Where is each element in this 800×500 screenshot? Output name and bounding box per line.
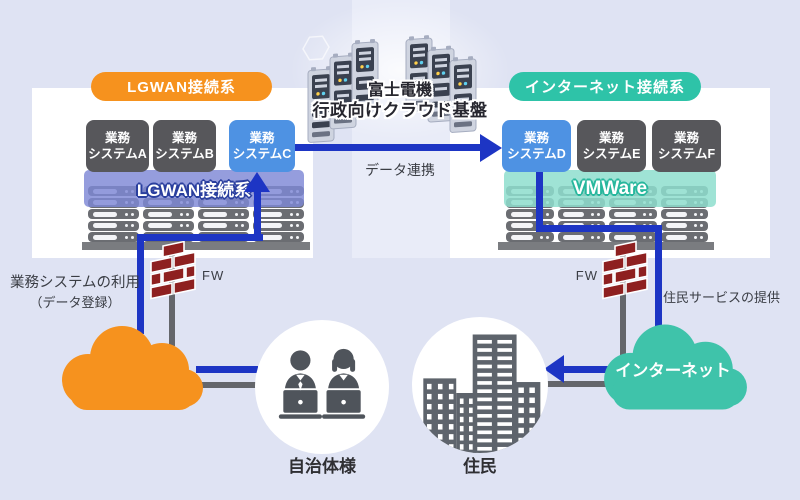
city-buildings-icon [423, 334, 541, 453]
rack-base-left [82, 242, 310, 250]
connector-rack-to-lgwan-cloud [169, 246, 175, 346]
system-box-f: 業務 システムF [652, 120, 721, 172]
internet-cloud-label: インターネット [615, 362, 731, 380]
server-unit [253, 232, 304, 242]
system-d-line2: システムD [507, 147, 566, 161]
data-link-arrowhead [480, 134, 502, 162]
server-unit [660, 220, 708, 231]
system-f-line2: システムF [657, 147, 716, 161]
residents-arrowhead [544, 355, 564, 383]
municipality-staff-icon [278, 348, 366, 419]
platform-title-line1: 富士電機 [367, 82, 432, 99]
server-unit [88, 220, 139, 231]
server-unit [557, 232, 605, 242]
server-unit [506, 232, 554, 242]
lgwan-uplink-horizontal [137, 234, 263, 241]
system-d-downlink-vertical [536, 172, 543, 232]
system-d-line1: 業務 [523, 130, 549, 145]
server-unit [88, 232, 139, 242]
system-c-arrowhead [244, 172, 270, 192]
rack-base-right [498, 242, 714, 250]
firewall-label-right: FW [575, 268, 598, 283]
system-c-line1: 業務 [249, 130, 275, 145]
system-box-e: 業務 システムE [577, 120, 646, 172]
lgwan-cloud-text [52, 330, 208, 410]
firewall-icon-right [602, 240, 648, 300]
server-unit [253, 220, 304, 231]
firewall-label-left: FW [202, 268, 225, 283]
lgwan-virtualization-band: LGWAN接続系 [84, 170, 304, 207]
lgwan-uplink-vertical [137, 238, 144, 334]
internet-cloud-text: インターネット [594, 334, 752, 404]
municipality-label: 自治体様 [288, 457, 356, 476]
server-unit [143, 220, 194, 231]
server-unit [88, 209, 139, 219]
connector-internet-to-residents [544, 381, 610, 387]
connector-rack-to-internet-cloud [620, 246, 626, 356]
system-a-line1: 業務 [104, 130, 130, 145]
connector-lgwan-to-municipality [196, 382, 264, 388]
usage-note-line2: （データ登録） [29, 295, 121, 311]
server-unit [506, 209, 554, 219]
server-unit [609, 232, 657, 242]
service-note: 住民サービスの提供 [663, 290, 781, 305]
downlink-to-internet-cloud [655, 225, 662, 327]
data-link-line [295, 144, 482, 151]
system-e-line1: 業務 [598, 130, 624, 145]
server-unit [557, 209, 605, 219]
server-unit [660, 209, 708, 219]
residents-label: 住民 [463, 457, 497, 476]
municipality-circle [255, 320, 389, 454]
system-box-a: 業務 システムA [86, 120, 149, 172]
lgwan-to-municipality-line [196, 366, 258, 373]
internet-cloud-icon [604, 324, 747, 410]
system-box-c: 業務 システムC [229, 120, 295, 172]
platform-title-line2: 行政向けクラウド基盤 [312, 100, 488, 120]
system-box-b: 業務 システムB [153, 120, 216, 172]
server-unit [143, 209, 194, 219]
usage-note-line1: 業務システムの利用 [9, 275, 141, 291]
lgwan-cloud-icon [62, 326, 203, 410]
cloud-platform-title: 富士電機 行政向けクラウド基盤 [295, 82, 505, 121]
server-unit [609, 209, 657, 219]
hex-pattern [302, 35, 330, 61]
usage-note: 業務システムの利用 （データ登録） [0, 273, 150, 313]
system-c-line2: システムC [232, 147, 292, 161]
system-box-d: 業務 システムD [502, 120, 571, 172]
lgwan-segment-badge: LGWAN接続系 [91, 72, 272, 101]
system-f-line1: 業務 [673, 130, 699, 145]
firewall-icon-left [150, 240, 196, 300]
internet-segment-badge: インターネット接続系 [509, 72, 701, 101]
system-a-line2: システムA [88, 147, 147, 161]
server-unit [198, 209, 249, 219]
system-b-line1: 業務 [171, 130, 197, 145]
internet-to-residents-line [562, 366, 610, 373]
residents-circle [412, 317, 548, 453]
lgwan-uplink-to-system-c [254, 190, 261, 241]
system-d-downlink-horizontal [536, 225, 662, 232]
data-link-label: データ連携 [365, 162, 435, 178]
system-e-line2: システムE [582, 147, 641, 161]
cloud-platform-servers-illustration [302, 34, 499, 144]
server-unit [253, 209, 304, 219]
server-unit [660, 232, 708, 242]
server-unit [198, 220, 249, 231]
system-b-line2: システムB [155, 147, 214, 161]
